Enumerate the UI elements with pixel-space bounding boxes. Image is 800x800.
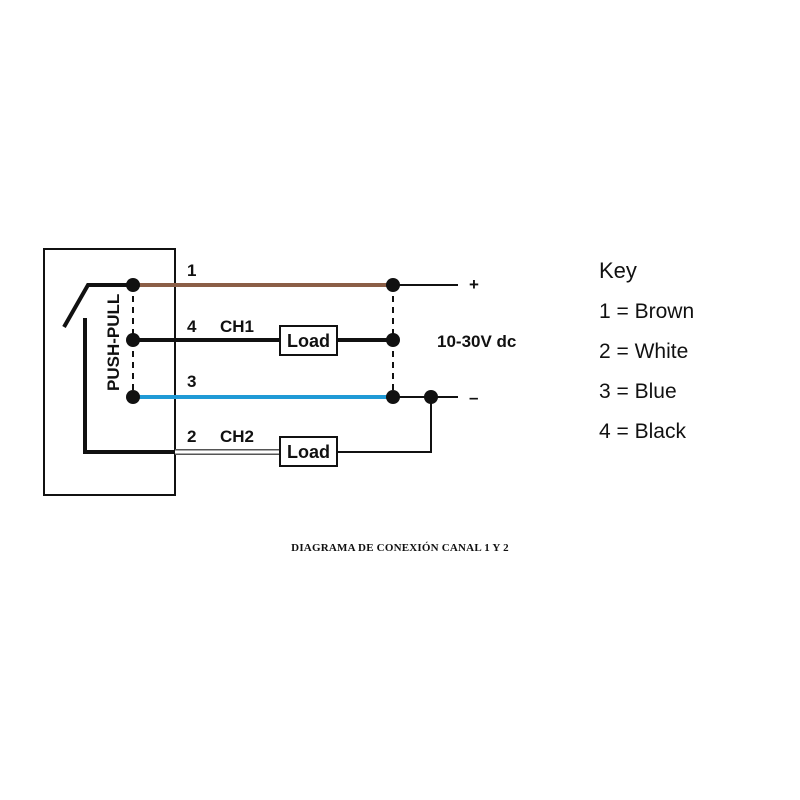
junction-dot [126,333,140,347]
junction-dot [424,390,438,404]
key-title: Key [599,258,637,283]
push-pull-label: PUSH-PULL [104,294,123,391]
key-item-3: 3 = Blue [599,380,677,403]
junction-dot [386,333,400,347]
load-ch1-label: Load [287,331,330,351]
sensor-housing [43,248,176,496]
push-pull-return [83,318,175,454]
supply-plus-sign: + [469,275,479,294]
load-ch2-box [279,436,338,467]
wire-3-number: 3 [187,372,196,391]
key-item-1: 1 = Brown [599,300,695,323]
key-list: 1 = Brown 2 = White 3 = Blue 4 = Black [599,298,694,458]
junction-dot [126,390,140,404]
ch2-return-wire [337,397,432,453]
junction-dot [126,278,140,292]
wire-1-number: 1 [187,261,196,280]
key-item-4: 4 = Black [599,420,686,443]
junction-dot [386,390,400,404]
supply-voltage: 10-30V dc [437,332,516,351]
wire-2-channel: CH2 [220,427,254,446]
supply-minus-sign: – [469,388,478,407]
key-item-2: 2 = White [599,340,689,363]
wire-2-number: 2 [187,427,196,446]
diagram-caption: DIAGRAMA DE CONEXIÓN CANAL 1 Y 2 [291,542,509,554]
load-ch2-label: Load [287,442,330,462]
wire-4-number: 4 [187,317,197,336]
load-ch1-box [279,325,338,356]
wire-4-channel: CH1 [220,317,254,336]
junction-dot [386,278,400,292]
